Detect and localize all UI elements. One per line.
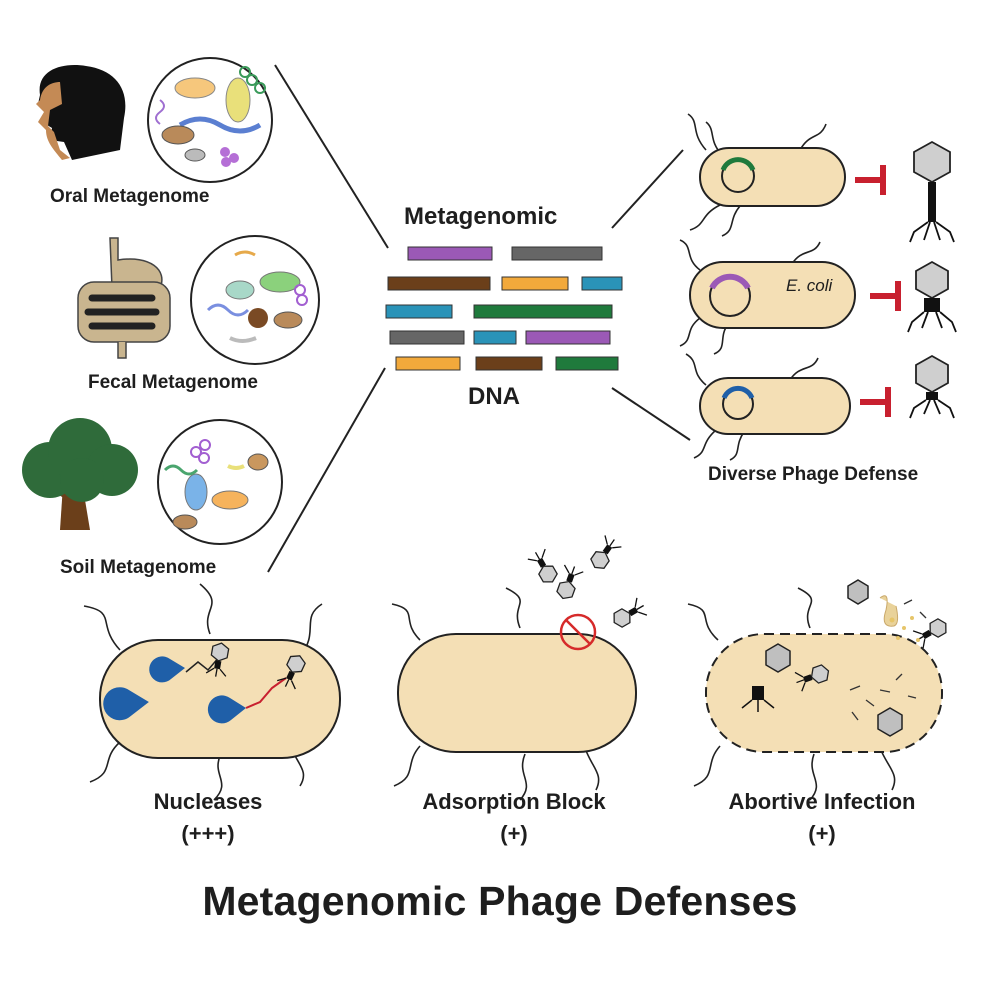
soil-metagenome-label: Soil Metagenome — [60, 557, 217, 578]
nucleases-score: (+++) — [181, 821, 235, 846]
defense-phage-2 — [907, 260, 957, 333]
dna-fragments — [385, 246, 623, 371]
no-entry-icon — [559, 613, 597, 651]
defense-phage-1 — [909, 140, 955, 243]
abortive-cell — [687, 579, 952, 801]
inhibit-symbols — [855, 165, 901, 417]
adsorption-block-name: Adsorption Block — [422, 789, 606, 814]
defense-phage-3 — [909, 354, 955, 419]
fecal-metagenome-label: Fecal Metagenome — [88, 372, 258, 393]
metagenomic-dna-label-top: Metagenomic — [404, 203, 558, 230]
fecal-microbe-circle — [190, 235, 320, 365]
metagenomic-dna-label-bottom: DNA — [468, 383, 520, 410]
figure-title: Metagenomic Phage Defenses — [202, 878, 798, 924]
abortive-infection-score: (+) — [808, 821, 836, 846]
abortive-infection-label: Abortive Infection (+) — [692, 786, 952, 850]
nucleases-cell — [83, 583, 341, 801]
defense-cell-3 — [685, 353, 851, 461]
adsorption-cell — [391, 533, 650, 801]
soil-microbe-circle — [157, 419, 283, 545]
ecoli-label: E. coli — [786, 276, 833, 295]
connector-lines — [267, 64, 691, 573]
adsorption-block-label: Adsorption Block (+) — [384, 786, 644, 850]
oral-microbe-circle — [147, 57, 273, 183]
tree-icon — [22, 418, 138, 530]
oral-metagenome-label: Oral Metagenome — [50, 186, 210, 207]
diverse-phage-defense-label: Diverse Phage Defense — [708, 464, 919, 485]
human-head-icon — [36, 65, 126, 160]
intestine-icon — [77, 237, 171, 359]
nucleases-name: Nucleases — [153, 789, 263, 814]
nucleases-label: Nucleases (+++) — [128, 786, 288, 850]
defense-cell-1 — [687, 113, 846, 237]
adsorption-block-score: (+) — [500, 821, 528, 846]
defense-cell-2 — [679, 239, 856, 355]
abortive-infection-name: Abortive Infection — [728, 789, 916, 814]
